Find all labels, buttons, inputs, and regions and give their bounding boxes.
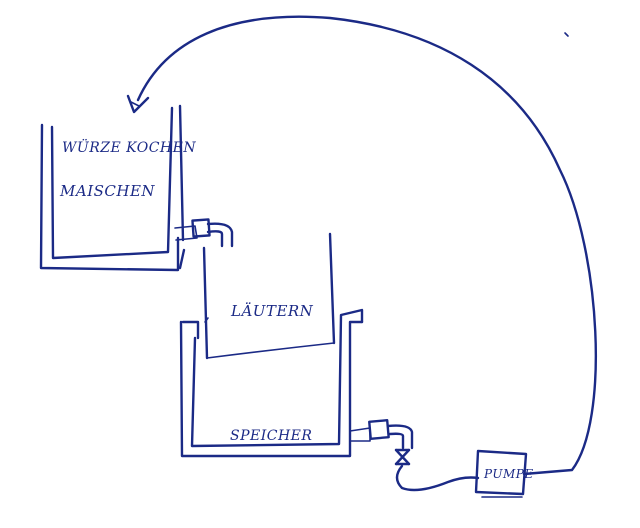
lauter-vessel: LÄUTERN [202,232,336,360]
pump-label: PUMPE [483,467,534,481]
boil-label: WÜRZE KOCHEN [62,138,196,156]
arrowhead-hatch [130,101,140,107]
upper-outlet-valve [174,218,234,248]
hose-to-pump [395,464,480,492]
stray-mark [564,32,569,37]
storage-vessel: SPEICHER [179,308,364,458]
check-valve-symbol [394,448,411,466]
return-line [136,15,598,476]
storage-label: SPEICHER [230,428,312,444]
boil-mash-vessel: WÜRZE KOCHEN MAISCHEN [39,104,196,272]
pump: PUMPE [474,449,534,498]
mash-label: MAISCHEN [59,182,155,200]
storage-outlet-valve [349,419,414,450]
lauter-label: LÄUTERN [230,302,314,320]
return-arrowhead [126,94,150,114]
